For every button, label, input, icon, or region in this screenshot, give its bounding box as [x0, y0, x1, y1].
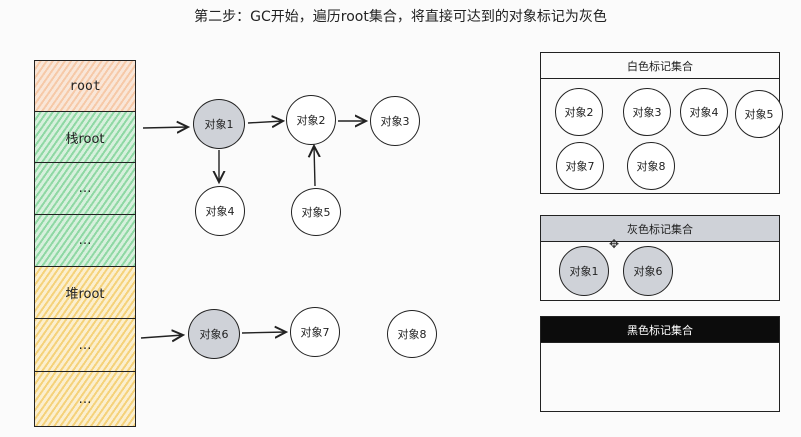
- stack-cell-label: 栈root: [65, 131, 105, 147]
- object-node-label: 对象7: [300, 326, 330, 339]
- object-node-label: 对象8: [397, 328, 427, 341]
- arrow-heaproot-to-obj6: [140, 335, 183, 338]
- white-set-item-label: 对象2: [564, 106, 594, 119]
- white-set-item: 对象8: [627, 142, 675, 190]
- object-node-3: 对象3: [370, 96, 420, 146]
- gray-set-item: 对象1: [559, 246, 609, 296]
- gray-set-item-label: 对象6: [633, 265, 663, 278]
- stack-cell-label: …: [78, 391, 92, 407]
- object-node-5: 对象5: [291, 188, 341, 236]
- stack-cell-stack-root: 栈root: [35, 112, 135, 163]
- stack-cell-ellipsis: …: [35, 215, 135, 267]
- stack-cell-ellipsis: …: [35, 319, 135, 372]
- gray-set-item: 对象6: [623, 246, 673, 296]
- white-set-item: 对象4: [680, 88, 728, 136]
- white-set-item: 对象2: [555, 88, 603, 136]
- root-stack: root 栈root … … 堆root … …: [34, 60, 136, 427]
- object-node-label: 对象4: [205, 205, 235, 218]
- arrow-obj6-to-obj7: [241, 332, 286, 333]
- stack-cell-label: …: [78, 233, 92, 248]
- white-set-title: 白色标记集合: [541, 53, 779, 79]
- object-node-2: 对象2: [286, 95, 336, 145]
- object-node-6: 对象6: [188, 309, 240, 359]
- stack-cell-heap-root: 堆root: [35, 267, 135, 319]
- move-cursor-icon: ✥: [609, 237, 620, 251]
- object-node-label: 对象1: [204, 118, 234, 131]
- gray-set-title: 灰色标记集合: [541, 216, 779, 242]
- object-node-4: 对象4: [195, 186, 245, 236]
- white-set-item: 对象5: [735, 90, 783, 138]
- white-set-item-label: 对象8: [636, 160, 666, 173]
- white-set-item-label: 对象3: [632, 106, 662, 119]
- black-set-title: 黑色标记集合: [541, 317, 779, 343]
- object-node-label: 对象2: [296, 114, 326, 127]
- black-set-panel: 黑色标记集合: [540, 316, 780, 412]
- object-node-label: 对象3: [380, 115, 410, 128]
- arrow-stackroot-to-obj1: [142, 127, 188, 128]
- stack-cell-ellipsis: …: [35, 372, 135, 427]
- gray-set-item-label: 对象1: [569, 265, 599, 278]
- stack-cell-label: root: [69, 78, 101, 94]
- white-set-item-label: 对象7: [565, 160, 595, 173]
- arrow-obj1-to-obj2: [247, 121, 283, 123]
- object-node-label: 对象5: [301, 206, 331, 219]
- page-title: 第二步：GC开始，遍历root集合，将直接可达到的对象标记为灰色: [194, 9, 607, 25]
- stack-cell-root: root: [35, 61, 135, 112]
- arrow-obj5-to-obj2: [314, 146, 315, 187]
- stack-cell-label: 堆root: [65, 287, 105, 302]
- gray-set-panel: 灰色标记集合: [540, 215, 780, 301]
- white-set-item-label: 对象5: [744, 108, 774, 121]
- object-node-label: 对象6: [199, 328, 229, 341]
- white-set-item: 对象7: [556, 142, 604, 190]
- object-node-8: 对象8: [387, 310, 437, 358]
- white-set-item-label: 对象4: [689, 106, 719, 119]
- white-set-item: 对象3: [623, 88, 671, 136]
- stack-cell-label: …: [78, 181, 92, 196]
- stack-cell-ellipsis: …: [35, 163, 135, 215]
- object-node-1: 对象1: [193, 99, 245, 149]
- object-node-7: 对象7: [290, 307, 340, 357]
- stack-cell-label: …: [78, 337, 92, 353]
